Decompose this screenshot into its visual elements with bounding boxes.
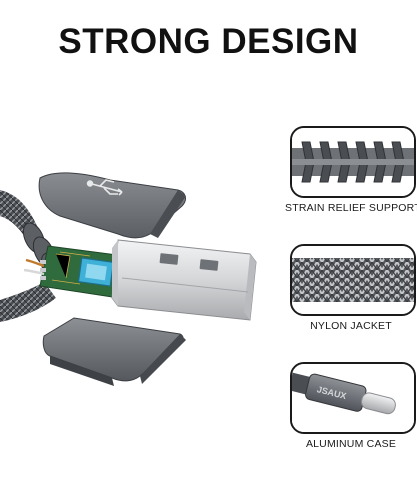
usb-logo-icon bbox=[86, 179, 123, 196]
strain-relief-icon bbox=[290, 126, 416, 198]
braided-nylon-icon bbox=[290, 244, 416, 316]
feature-nylon-jacket: NYLON JACKET bbox=[285, 244, 417, 354]
usb-c-connector-icon: JSAUX bbox=[290, 362, 416, 434]
feature-strain-relief: STRAIN RELIEF SUPPORT bbox=[285, 126, 417, 236]
cable-braid-lower bbox=[0, 282, 56, 322]
feature-caption: ALUMINUM CASE bbox=[305, 438, 397, 450]
feature-aluminum-case: JSAUX ALUMINUM CASE bbox=[285, 362, 417, 472]
feature-caption: NYLON JACKET bbox=[310, 320, 392, 332]
top-aluminum-cap bbox=[38, 172, 186, 239]
exploded-cable-illustration bbox=[0, 150, 270, 420]
feature-caption: STRAIN RELIEF SUPPORT bbox=[285, 202, 417, 214]
bottom-aluminum-cap bbox=[42, 317, 184, 382]
headline: STRONG DESIGN bbox=[58, 22, 359, 61]
usb-a-metal-shell bbox=[111, 239, 257, 321]
usb-a-connector-exploded-view bbox=[0, 172, 257, 386]
